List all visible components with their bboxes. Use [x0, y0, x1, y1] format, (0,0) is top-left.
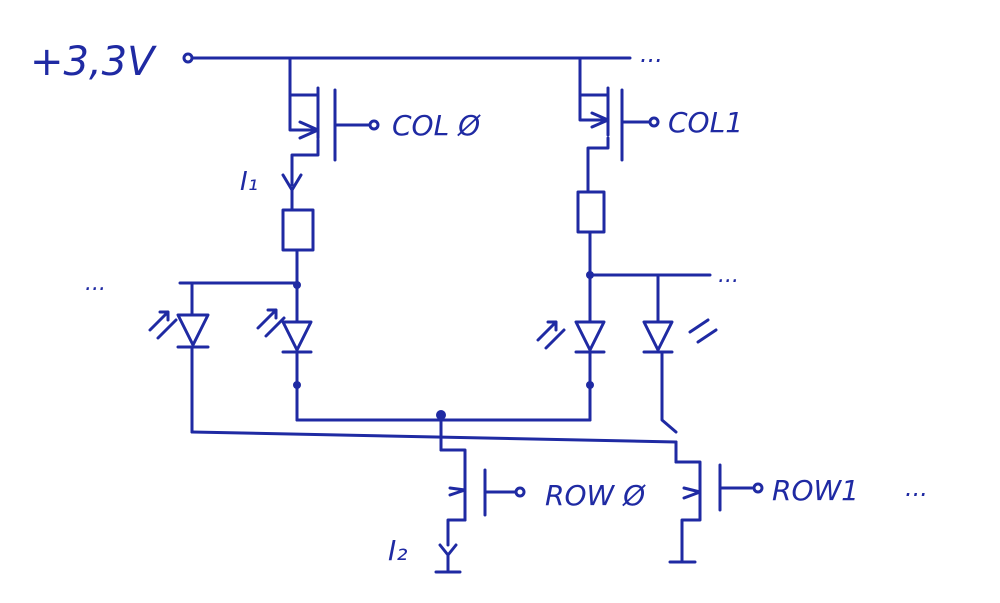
col0-label: COL Ø	[392, 109, 481, 142]
row-net-continuation-right: ...	[718, 263, 739, 288]
supply-continuation: ...	[640, 40, 663, 68]
i2-label: I₂	[388, 534, 407, 567]
row0-label: ROW Ø	[545, 479, 646, 512]
i1-label: I₁	[240, 167, 258, 197]
row1-transistor	[668, 460, 764, 564]
led-col1-row0	[536, 273, 606, 422]
row1-bus	[190, 430, 678, 464]
led-col0-row0	[256, 283, 313, 422]
col1-row-net: ...	[588, 263, 739, 288]
supply-rail: +3,3V ...	[30, 39, 663, 85]
col0-resistor	[281, 188, 315, 289]
col0-transistor	[281, 56, 380, 192]
row0-transistor	[434, 448, 526, 574]
row-net-continuation-left: ...	[85, 271, 106, 296]
col1-resistor	[576, 190, 606, 279]
row1-label: ROW1	[772, 474, 859, 507]
row0-bus	[295, 410, 592, 452]
col1-transistor	[578, 56, 660, 192]
supply-label: +3,3V	[30, 39, 157, 85]
col0-row-net: ...	[85, 271, 299, 296]
led-col1-row1	[642, 273, 718, 434]
col1-label: COL1	[668, 106, 743, 139]
row1-continuation: ...	[905, 474, 928, 502]
led-col0-row1	[148, 281, 210, 434]
